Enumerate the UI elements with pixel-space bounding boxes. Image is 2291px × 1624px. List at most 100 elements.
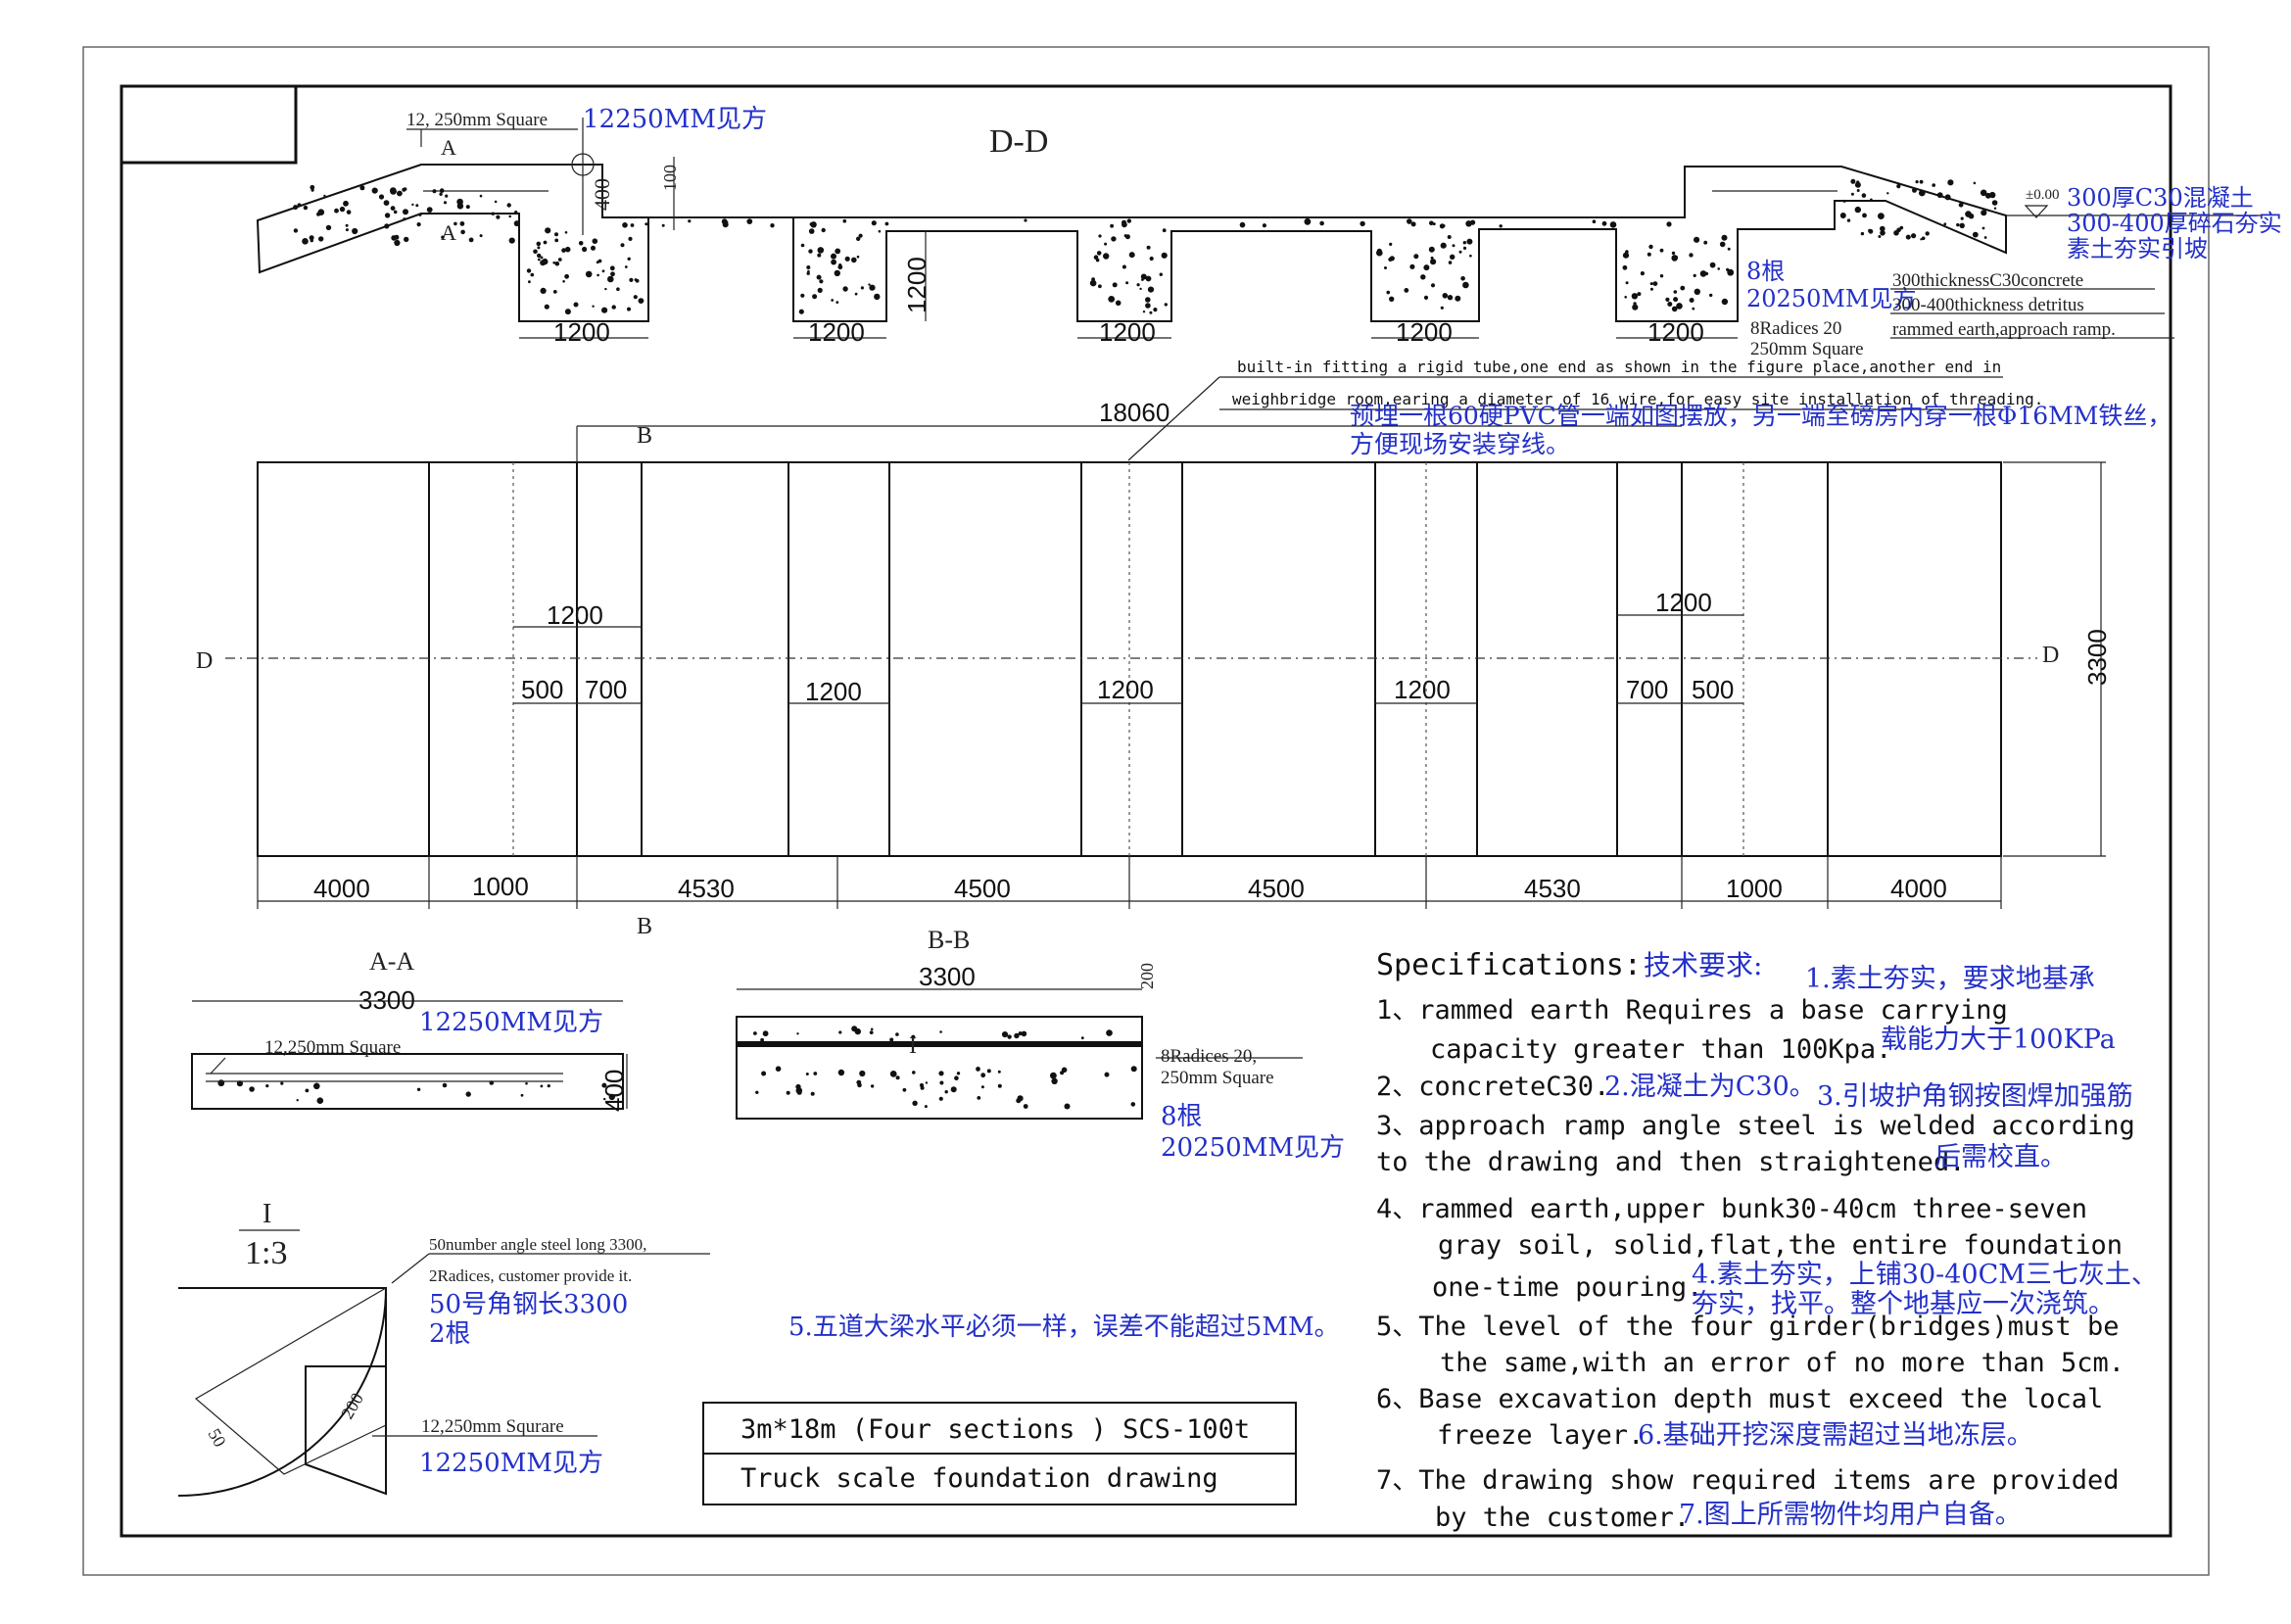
- stipple-dot: [334, 208, 339, 214]
- bottom-dim-8: 4000: [1890, 874, 1947, 903]
- stipple-dot: [310, 238, 313, 243]
- stipple-dot: [1919, 189, 1926, 197]
- plan-mark-b-bottom: B: [637, 914, 652, 939]
- stipple-dot: [608, 1093, 615, 1101]
- plan-dim-700-left: 700: [585, 675, 627, 704]
- stipple-dot: [1125, 281, 1129, 285]
- stipple-dot: [1673, 297, 1679, 303]
- stipple-dot: [1440, 242, 1447, 249]
- stipple-dot: [1727, 247, 1731, 251]
- stipple-dot: [610, 271, 615, 277]
- stipple-dot: [1430, 283, 1436, 288]
- stipple-dot: [1985, 192, 1991, 199]
- stipple-dot: [809, 222, 814, 226]
- tube-note-en-2: weighbridge room,earing a diameter of 16…: [1232, 390, 2043, 408]
- stipple-dot: [1089, 279, 1097, 287]
- stipple-dot: [806, 271, 810, 275]
- stipple-dot: [1850, 178, 1856, 184]
- stipple-dot: [1386, 290, 1391, 295]
- stipple-dot: [938, 1071, 944, 1076]
- stipple-dot: [1452, 244, 1456, 248]
- stipple-dot: [345, 228, 349, 232]
- stipple-dot: [1721, 234, 1728, 241]
- plan-hidden-lines: [512, 462, 1744, 856]
- stipple-dot: [526, 268, 532, 273]
- stipple-dot: [1983, 236, 1987, 239]
- stipple-dot: [1689, 298, 1694, 303]
- stipple-dot: [1666, 221, 1672, 227]
- stipple-dot: [1007, 1034, 1012, 1039]
- stipple-dot: [1958, 202, 1964, 208]
- section-bb: B-B 3300 200 I 8Radices 20, 250mm Square…: [736, 926, 1345, 1163]
- stipple-dot: [1466, 238, 1473, 245]
- stipple-dot: [533, 249, 538, 255]
- stipple-dot: [1147, 286, 1155, 293]
- outer-border: [82, 46, 2210, 1576]
- stipple-dot: [1676, 303, 1683, 310]
- stipple-dot: [1625, 281, 1629, 285]
- stipple-dot: [644, 222, 648, 226]
- spec-2-cn1: 2.混凝土为C30。: [1604, 1072, 1816, 1102]
- stipple-dot: [1675, 256, 1678, 259]
- stipple-dot: [884, 221, 889, 226]
- pit-width-4: 1200: [1396, 317, 1453, 347]
- stipple-dot: [1648, 244, 1653, 250]
- dd-rebar-cn2: 20250MM见方: [1746, 285, 1917, 312]
- inner-border: [119, 84, 2172, 1538]
- stipple-dot: [564, 231, 568, 234]
- stipple-dot: [1896, 184, 1901, 189]
- stipple-dot: [1968, 213, 1975, 219]
- section-bb-rebar-en2: 250mm Square: [1161, 1068, 1274, 1088]
- stipple-dot: [1149, 310, 1153, 314]
- spec-2-en1: 2、concreteC30.: [1376, 1072, 1609, 1102]
- specifications: Specifications: 技术要求: 1、rammed earth Req…: [1376, 948, 2158, 1533]
- detail-angle-en2: 2Radices, customer provide it.: [429, 1266, 632, 1285]
- stipple-dot: [1689, 253, 1694, 258]
- stipple-dot: [808, 249, 813, 254]
- stipple-dot: [1024, 218, 1027, 222]
- stipple-dot: [1104, 242, 1108, 246]
- stipple-dot: [858, 233, 863, 238]
- dd-mark-a-bottom: A: [441, 220, 456, 245]
- stipple-dot: [860, 286, 865, 290]
- stipple-dot: [1161, 252, 1168, 259]
- stipple-dot: [378, 194, 385, 200]
- stipple-dot: [1404, 288, 1409, 293]
- dd-profile: [256, 164, 2007, 322]
- section-bb-rebar-en: 8Radices 20,: [1161, 1046, 1257, 1067]
- stipple-dot: [1624, 296, 1627, 299]
- stipple-dot: [1110, 223, 1114, 228]
- plan-dim-1200-pit2: 1200: [805, 677, 862, 706]
- stipple-dot: [920, 1085, 925, 1090]
- stipple-dot: [1146, 245, 1151, 250]
- stipple-dot: [800, 293, 805, 298]
- stipple-dot: [1860, 231, 1865, 236]
- bottom-dim-3: 4530: [678, 874, 735, 903]
- stipple-dot: [629, 277, 634, 282]
- stipple-dot: [746, 218, 753, 225]
- section-aa: A-A 3300 400 12250MM见方 12,250mm Square: [191, 947, 629, 1112]
- stipple-dot: [441, 235, 445, 239]
- stipple-dot: [854, 1027, 861, 1035]
- stipple-dot: [859, 1070, 866, 1077]
- stipple-dot: [1631, 293, 1639, 300]
- dd-rebar-cn: 8根: [1746, 258, 1785, 285]
- stipple-dot: [812, 294, 818, 300]
- stipple-dot: [1447, 235, 1452, 239]
- spec-heading-en: Specifications:: [1376, 948, 1642, 982]
- detail-angle-en: 50number angle steel long 3300,: [429, 1235, 646, 1254]
- stipple-dot: [1944, 194, 1951, 201]
- stipple-dot: [1389, 242, 1393, 246]
- stipple-dot: [383, 200, 390, 207]
- stipple-dot: [924, 1105, 928, 1109]
- stipple-dot: [479, 234, 483, 238]
- stipple-dot: [1080, 1036, 1084, 1040]
- pit-width-2: 1200: [808, 317, 865, 347]
- bottom-dim-7: 1000: [1726, 874, 1783, 903]
- stipple-dot: [624, 265, 628, 268]
- stipple-dot: [1880, 225, 1885, 232]
- stipple-dot: [508, 215, 511, 218]
- ramp-en-2: 300-400thickness detritus: [1892, 295, 2084, 315]
- detail-angle-cn: 50号角钢长3300: [429, 1290, 628, 1319]
- stipple-dot: [416, 1087, 421, 1092]
